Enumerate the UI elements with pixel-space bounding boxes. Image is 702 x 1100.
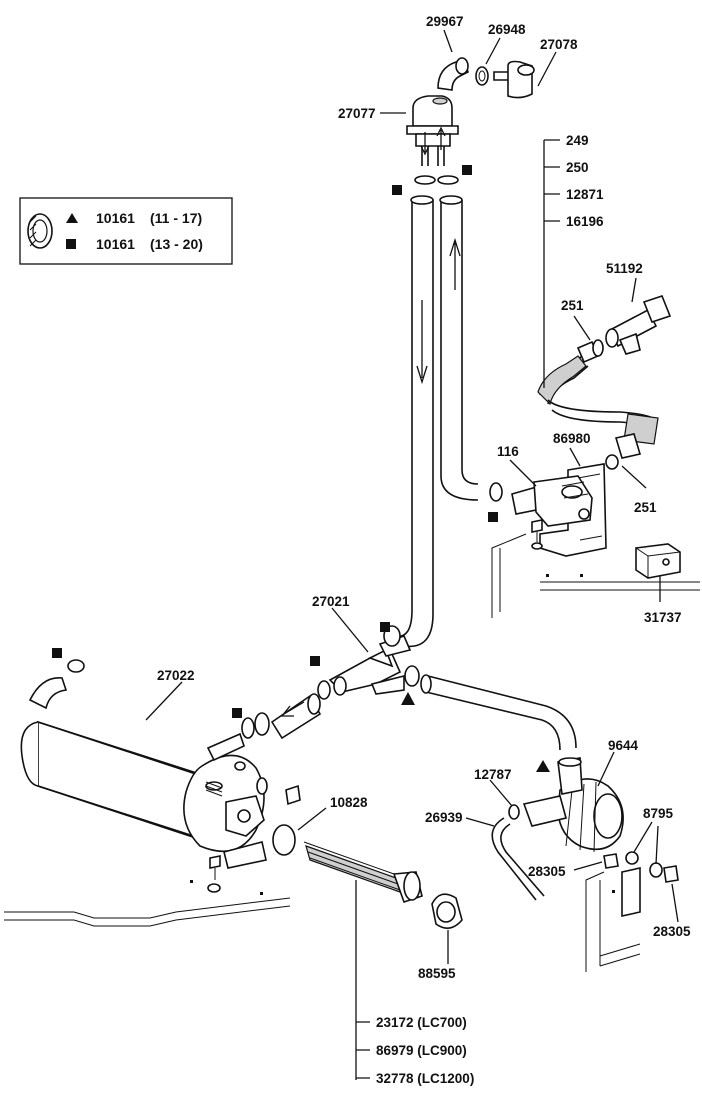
square-icon: [232, 708, 242, 718]
elbow-fitting-29967: [437, 57, 469, 91]
label-29967: 29967: [426, 14, 464, 29]
legend-row-1-range: (11 - 17): [150, 210, 202, 226]
tank-bolt: [207, 855, 221, 893]
clamps-top: [414, 175, 459, 185]
square-icon: [380, 622, 390, 632]
hose-to-pump: [420, 674, 577, 751]
part-labels: 29967 26948 27078 27077 249 250 12871 16…: [157, 14, 691, 1086]
pump-clamp: [508, 804, 520, 820]
label-10828: 10828: [330, 795, 368, 810]
label-28305-left: 28305: [528, 864, 566, 879]
connector-31737: [635, 543, 681, 579]
label-251-bottom: 251: [634, 500, 657, 515]
square-icon: [488, 512, 498, 522]
fitting-51192: [605, 295, 672, 355]
gasket-10828: [272, 824, 296, 856]
cover-88595: [431, 893, 463, 929]
square-icon: [310, 656, 320, 666]
hose-clamp-icon: [27, 213, 53, 249]
label-116: 116: [497, 444, 519, 459]
label-86980: 86980: [553, 431, 591, 446]
label-27077: 27077: [338, 106, 376, 121]
square-icon: [66, 239, 76, 249]
label-27021: 27021: [312, 594, 350, 609]
tee-fitting-27078: [493, 60, 535, 99]
label-86979: 86979 (LC900): [376, 1043, 467, 1058]
header-27077: [406, 95, 459, 166]
label-27078: 27078: [540, 37, 578, 52]
flex-line-assembly: [537, 340, 659, 459]
label-51192: 51192: [606, 261, 643, 276]
label-16196: 16196: [566, 214, 604, 229]
valve-clamp: [489, 482, 503, 502]
label-249: 249: [566, 133, 589, 148]
label-26939: 26939: [425, 810, 463, 825]
mount-surface-right: [491, 533, 700, 618]
washer-251-bottom: [605, 454, 619, 470]
label-8795: 8795: [643, 806, 674, 821]
square-icon: [462, 165, 472, 175]
legend-row-2-part: 10161: [96, 236, 135, 252]
label-250: 250: [566, 160, 589, 175]
short-hose-to-tank: [241, 693, 322, 740]
heating-element: [303, 841, 423, 904]
label-88595: 88595: [418, 966, 456, 981]
label-26948: 26948: [488, 22, 526, 37]
hose-26939: [491, 817, 545, 901]
label-12871: 12871: [566, 187, 604, 202]
label-23172: 23172 (LC700): [376, 1015, 467, 1030]
triangle-icon: [66, 213, 78, 223]
tank-27022: [20, 677, 267, 869]
mount-surface-left: [4, 880, 291, 927]
label-32778: 32778 (LC1200): [376, 1071, 474, 1086]
triangle-icon: [536, 760, 550, 772]
solenoid-valve-116: [511, 475, 593, 527]
bolt-and-washer: [531, 519, 543, 550]
nuts-washers-28305-8795: [603, 851, 679, 883]
square-icon: [52, 648, 62, 658]
legend-row-1-part: 10161: [96, 210, 135, 226]
label-12787: 12787: [474, 767, 512, 782]
washer-26948: [475, 66, 489, 86]
tank-plug: [256, 777, 301, 806]
label-27022: 27022: [157, 668, 195, 683]
tank-top-clamp: [67, 659, 85, 673]
label-251-top: 251: [561, 298, 584, 313]
hose-up: [439, 195, 479, 501]
label-28305-right: 28305: [653, 924, 691, 939]
legend-box: 10161 (11 - 17) 10161 (13 - 20): [19, 197, 233, 265]
label-31737: 31737: [644, 610, 682, 625]
pump-9644: [522, 757, 624, 853]
triangle-icon: [401, 692, 415, 705]
label-9644: 9644: [608, 738, 639, 753]
washer-251-top: [592, 339, 604, 357]
leader-lines: [145, 29, 679, 1080]
tee-manifold-27021: [328, 635, 412, 696]
hose-down: [393, 195, 434, 648]
legend-row-2-range: (13 - 20): [150, 236, 203, 252]
pump-bracket: [585, 867, 641, 972]
square-icon: [392, 185, 402, 195]
